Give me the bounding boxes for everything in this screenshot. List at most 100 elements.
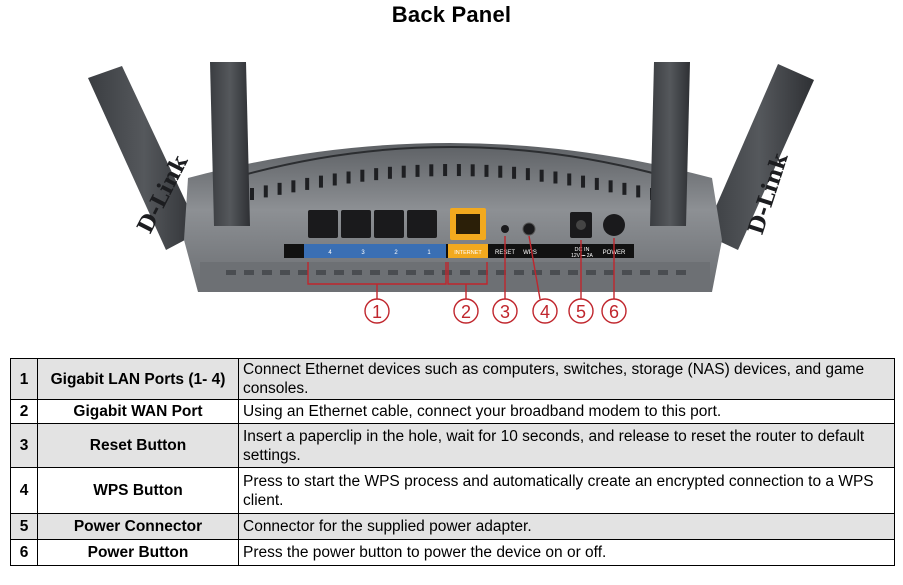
- vent-slot: [622, 182, 627, 195]
- bottom-vent-slot: [586, 270, 596, 275]
- lan-label-3: 3: [361, 250, 365, 256]
- row-name: Reset Button: [37, 423, 239, 468]
- bottom-vent-slot: [658, 270, 668, 275]
- row-number: 2: [10, 399, 38, 424]
- bottom-vent-slot: [352, 270, 362, 275]
- antenna-right-outer: D-Link: [704, 64, 814, 250]
- table-row: 2 Gigabit WAN Port Using an Ethernet cab…: [10, 399, 895, 424]
- wps-button: [522, 222, 536, 236]
- callout-1: 1: [364, 298, 390, 324]
- bottom-vent-slot: [622, 270, 632, 275]
- dc-in-label: DC IN: [575, 247, 590, 253]
- lan-label-2: 2: [394, 250, 398, 256]
- lan-label-1: 1: [427, 250, 431, 256]
- row-number: 4: [10, 467, 38, 514]
- port-description-table: 1 Gigabit LAN Ports (1- 4) Connect Ether…: [10, 358, 895, 566]
- internet-color-strip: [448, 244, 488, 258]
- vent-slot: [553, 171, 558, 184]
- table-row: 3 Reset Button Insert a paperclip in the…: [10, 423, 895, 468]
- vent-slot: [429, 164, 434, 177]
- bottom-vent-slot: [316, 270, 326, 275]
- bottom-vent-slot: [550, 270, 560, 275]
- vent-slot: [318, 175, 323, 188]
- vent-slot: [498, 165, 503, 178]
- row-number: 1: [10, 358, 38, 400]
- row-name: Gigabit WAN Port: [37, 399, 239, 424]
- power-button: [603, 214, 625, 236]
- internet-port: [450, 208, 486, 240]
- callout-2: 2: [453, 298, 479, 324]
- bottom-vent-slot: [676, 270, 686, 275]
- dc-rating-label: 12V ⎓ 2A: [571, 253, 593, 259]
- row-number: 3: [10, 423, 38, 468]
- antenna-left-outer: D-Link: [88, 66, 200, 250]
- vent-slot: [484, 164, 489, 177]
- vent-slot: [443, 164, 448, 177]
- row-description: Press the power button to power the devi…: [238, 539, 895, 566]
- callout-2-number: 2: [461, 302, 471, 322]
- bottom-vent-slot: [442, 270, 452, 275]
- vent-slot: [539, 169, 544, 182]
- vent-slot: [374, 168, 379, 181]
- vent-slot: [581, 175, 586, 188]
- callout-4-number: 4: [540, 302, 550, 322]
- vent-slot: [608, 180, 613, 193]
- bottom-vent-slot: [370, 270, 380, 275]
- vent-slot: [332, 173, 337, 186]
- vent-slot: [346, 171, 351, 184]
- row-description: Insert a paperclip in the hole, wait for…: [238, 423, 895, 468]
- callout-leaders: [307, 235, 615, 300]
- bottom-vent-slot: [424, 270, 434, 275]
- callout-3: 3: [492, 298, 518, 324]
- vent-slot: [401, 165, 406, 178]
- router-back-panel-figure: D-Link D-Link 4 3 2 1 INTERNET RESET WPS…: [88, 62, 814, 324]
- bottom-vent-slot: [640, 270, 650, 275]
- table-row: 1 Gigabit LAN Ports (1- 4) Connect Ether…: [10, 358, 895, 400]
- vent-slot: [360, 169, 365, 182]
- bottom-vent-slot: [604, 270, 614, 275]
- bottom-vent-slot: [226, 270, 236, 275]
- lan-color-strip: [304, 244, 446, 258]
- reset-button: [501, 225, 509, 233]
- table-row: 4 WPS Button Press to start the WPS proc…: [10, 467, 895, 514]
- lan-label-4: 4: [328, 250, 332, 256]
- callout-5: 5: [568, 298, 594, 324]
- vent-slot: [470, 164, 475, 177]
- bottom-vent-slot: [514, 270, 524, 275]
- vent-slot: [415, 164, 420, 177]
- row-name: Power Connector: [37, 513, 239, 540]
- bottom-vent-slot: [262, 270, 272, 275]
- bottom-vent-slot: [532, 270, 542, 275]
- bottom-vent-slot: [280, 270, 290, 275]
- power-connector-hole: [576, 220, 586, 230]
- internet-label: INTERNET: [454, 250, 482, 256]
- callout-5-number: 5: [576, 302, 586, 322]
- bottom-vent-slot: [244, 270, 254, 275]
- port-label-strip: 4 3 2 1 INTERNET RESET WPS DC IN 12V ⎓ 2…: [284, 244, 634, 259]
- bottom-vent-slot: [568, 270, 578, 275]
- vent-slot: [291, 180, 296, 193]
- antenna-left-inner: [210, 62, 250, 226]
- vent-slot: [387, 166, 392, 179]
- table-row: 6 Power Button Press the power button to…: [10, 539, 895, 566]
- row-description: Using an Ethernet cable, connect your br…: [238, 399, 895, 424]
- bottom-vent-slot: [406, 270, 416, 275]
- vent-slot: [456, 164, 461, 177]
- callout-4: 4: [532, 298, 558, 324]
- wps-label: WPS: [523, 250, 537, 256]
- lan-ports: [308, 210, 437, 238]
- row-description: Connect Ethernet devices such as compute…: [238, 358, 895, 400]
- page-title: Back Panel: [391, 2, 512, 27]
- vent-slot: [263, 185, 268, 198]
- bottom-vent-slot: [334, 270, 344, 275]
- bottom-vent-slot: [478, 270, 488, 275]
- vent-slot: [567, 173, 572, 186]
- vent-slot: [277, 182, 282, 195]
- bottom-vent-slot: [496, 270, 506, 275]
- row-name: WPS Button: [37, 467, 239, 514]
- vent-slots: [250, 164, 654, 200]
- callout-3-number: 3: [500, 302, 510, 322]
- row-description: Connector for the supplied power adapter…: [238, 513, 895, 540]
- vent-slot: [525, 168, 530, 181]
- bottom-vent-slot: [388, 270, 398, 275]
